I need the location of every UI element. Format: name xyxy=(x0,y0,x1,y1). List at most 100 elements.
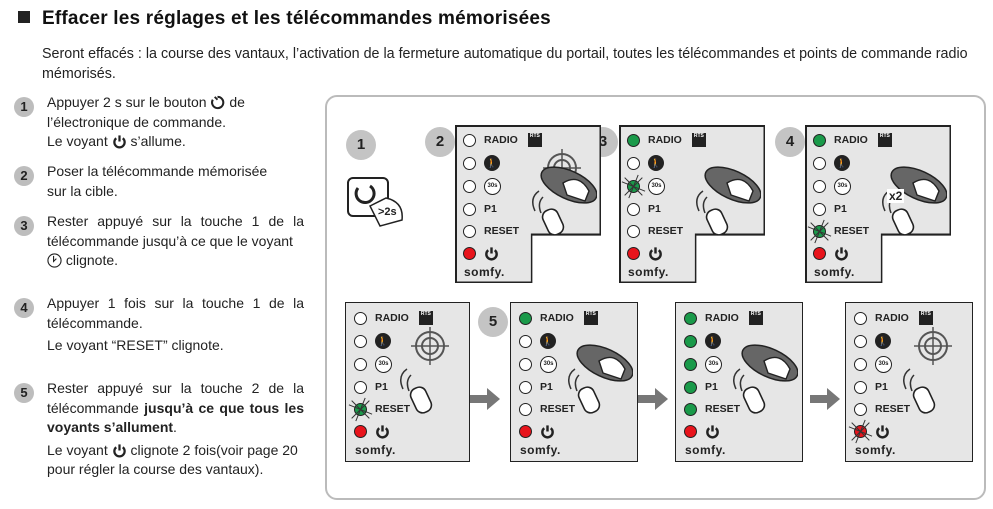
step-text: Le voyant “RESET” clignote. xyxy=(47,337,224,353)
somfy-logo: somfy. xyxy=(814,265,855,279)
square-bullet-icon xyxy=(18,11,30,23)
power-icon xyxy=(112,443,126,457)
row-radio: RADIO RTS xyxy=(684,310,763,326)
row-timer: 30s xyxy=(463,177,501,195)
led-pedestrian-off xyxy=(813,156,826,170)
step-3: 3 Rester appuyé sur la touche 1 de la té… xyxy=(14,212,304,271)
rts-logo-icon: RTS xyxy=(691,133,706,147)
row-p1: P1 xyxy=(627,201,661,217)
p1-label: P1 xyxy=(705,381,718,393)
power-icon xyxy=(485,246,498,261)
row-p1: P1 xyxy=(519,379,553,395)
row-timer: 30s xyxy=(354,355,392,373)
timer-30s-icon xyxy=(47,253,62,268)
row-power xyxy=(627,245,663,261)
step-text: Appuyer 1 fois sur la touche 1 de la tél… xyxy=(47,295,304,331)
led-p1-off xyxy=(627,202,640,216)
rts-logo-icon: RTS xyxy=(583,311,598,325)
power-icon xyxy=(649,246,662,261)
pedestrian-icon: 🚶 xyxy=(834,155,850,171)
step-text: Rester appuyé sur la touche 2 de la télé… xyxy=(47,380,304,416)
row-timer: 30s xyxy=(519,355,557,373)
p1-label: P1 xyxy=(540,381,553,393)
row-pedestrian: 🚶 xyxy=(684,333,721,349)
row-power xyxy=(519,423,555,439)
led-p1-off xyxy=(519,380,532,394)
p1-label: P1 xyxy=(375,381,388,393)
p1-label: P1 xyxy=(875,381,888,393)
remote-illustration xyxy=(400,327,449,414)
row-p1: P1 xyxy=(463,201,497,217)
led-radio-off xyxy=(354,311,367,325)
led-reset-off xyxy=(519,402,532,416)
row-radio: RADIO RTS xyxy=(627,132,706,148)
row-pedestrian: 🚶 xyxy=(463,155,500,171)
radio-label: RADIO xyxy=(705,312,739,324)
led-power-red xyxy=(627,246,640,260)
step-number: 1 xyxy=(14,97,34,117)
led-pedestrian-off xyxy=(627,156,640,170)
timer-30s-icon: 30s xyxy=(834,177,851,195)
led-p1-off xyxy=(463,202,476,216)
step-5: 5 Rester appuyé sur la touche 2 de la té… xyxy=(14,379,304,480)
remote-illustration xyxy=(882,166,947,236)
row-timer: 30s xyxy=(854,355,892,373)
row-reset: RESET xyxy=(813,223,869,239)
led-reset-green-blink xyxy=(354,402,367,416)
row-p1: P1 xyxy=(854,379,888,395)
small-remote-icon xyxy=(532,190,565,236)
rts-logo-icon: RTS xyxy=(527,133,542,147)
small-remote-icon xyxy=(400,368,433,414)
figure-step-number: 1 xyxy=(346,130,376,160)
row-pedestrian: 🚶 xyxy=(354,333,391,349)
step-number: 2 xyxy=(14,166,34,186)
led-reset-green-blink xyxy=(813,224,826,238)
led-timer-off xyxy=(463,179,476,193)
rts-logo-icon: RTS xyxy=(418,311,433,325)
reset-button-icon xyxy=(211,95,225,110)
figure-frame xyxy=(325,95,986,500)
figure-step-number: 4 xyxy=(775,127,805,157)
led-pedestrian-off xyxy=(354,334,367,348)
step-text: Le voyant xyxy=(47,441,108,458)
step-text: Poser la télécommande mémorisée sur la c… xyxy=(47,163,268,199)
row-reset: RESET xyxy=(684,401,740,417)
reset-label: RESET xyxy=(648,225,684,237)
reset-label: RESET xyxy=(540,403,576,415)
target-icon xyxy=(914,327,952,365)
section-heading: Effacer les réglages et les télécommande… xyxy=(18,8,551,30)
row-pedestrian: 🚶 xyxy=(519,333,556,349)
row-reset: RESET xyxy=(354,401,410,417)
step-text: clignote 2 fois(voir page 20 pour régler… xyxy=(47,441,298,478)
step-text: Appuyer 2 s sur le bouton xyxy=(47,94,207,110)
row-reset: RESET xyxy=(463,223,519,239)
led-radio-green xyxy=(684,311,697,325)
row-pedestrian: 🚶 xyxy=(813,155,850,171)
remote-illustration xyxy=(568,344,633,414)
led-p1-off xyxy=(854,380,867,394)
led-radio-off xyxy=(463,133,476,147)
row-reset: RESET xyxy=(627,223,683,239)
remote-in-hand-icon xyxy=(741,344,798,382)
rts-logo-icon: RTS xyxy=(748,311,763,325)
led-timer-off xyxy=(354,357,367,371)
row-power xyxy=(684,423,720,439)
radio-label: RADIO xyxy=(834,134,868,146)
step-text: Le voyant xyxy=(47,133,108,149)
remote-in-hand-icon xyxy=(890,166,947,204)
somfy-logo: somfy. xyxy=(520,443,561,457)
step-text: de xyxy=(229,94,245,110)
reset-label: RESET xyxy=(375,403,411,415)
power-icon xyxy=(541,424,554,439)
led-radio-green xyxy=(813,133,826,147)
radio-label: RADIO xyxy=(648,134,682,146)
